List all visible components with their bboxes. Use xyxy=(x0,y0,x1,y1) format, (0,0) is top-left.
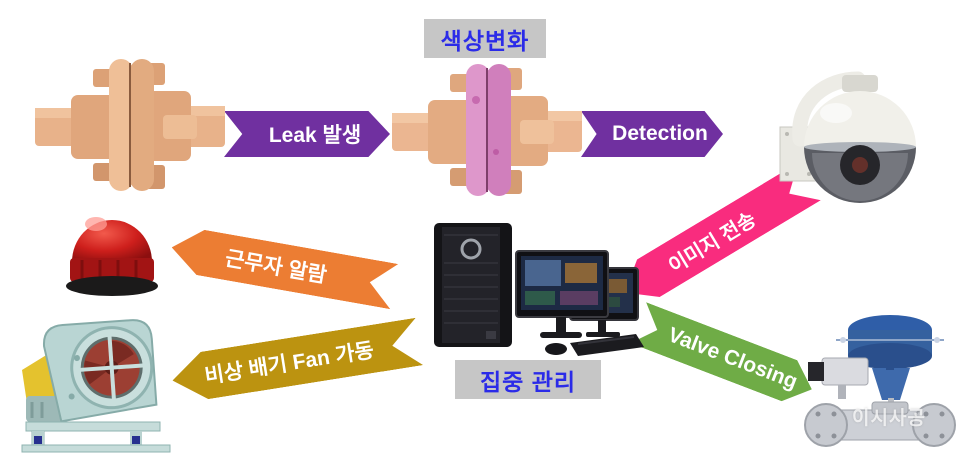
detection-arrow: Detection xyxy=(581,111,723,157)
control-valve-image xyxy=(804,315,956,447)
valve-closing-arrow: Valve Closing xyxy=(630,302,819,410)
worker-alarm-arrow: 근무자 알람 xyxy=(168,225,399,310)
emergency-fan-arrow: 비상 배기 Fan 가동 xyxy=(169,318,423,405)
pipe-flange-image xyxy=(35,59,225,191)
central-management-label: 집중 관리 xyxy=(455,360,601,399)
leak-occurrence-arrow: Leak 발생 xyxy=(224,111,390,157)
red-beacon-image xyxy=(66,217,158,296)
cctv-camera-image xyxy=(779,71,916,203)
exhaust-fan-image xyxy=(21,319,171,453)
color-change-label: 색상변화 xyxy=(424,19,546,58)
discolored-flange-image xyxy=(392,64,582,196)
watermark-text: 이시사공 xyxy=(852,408,926,429)
workstation-image xyxy=(434,223,644,356)
